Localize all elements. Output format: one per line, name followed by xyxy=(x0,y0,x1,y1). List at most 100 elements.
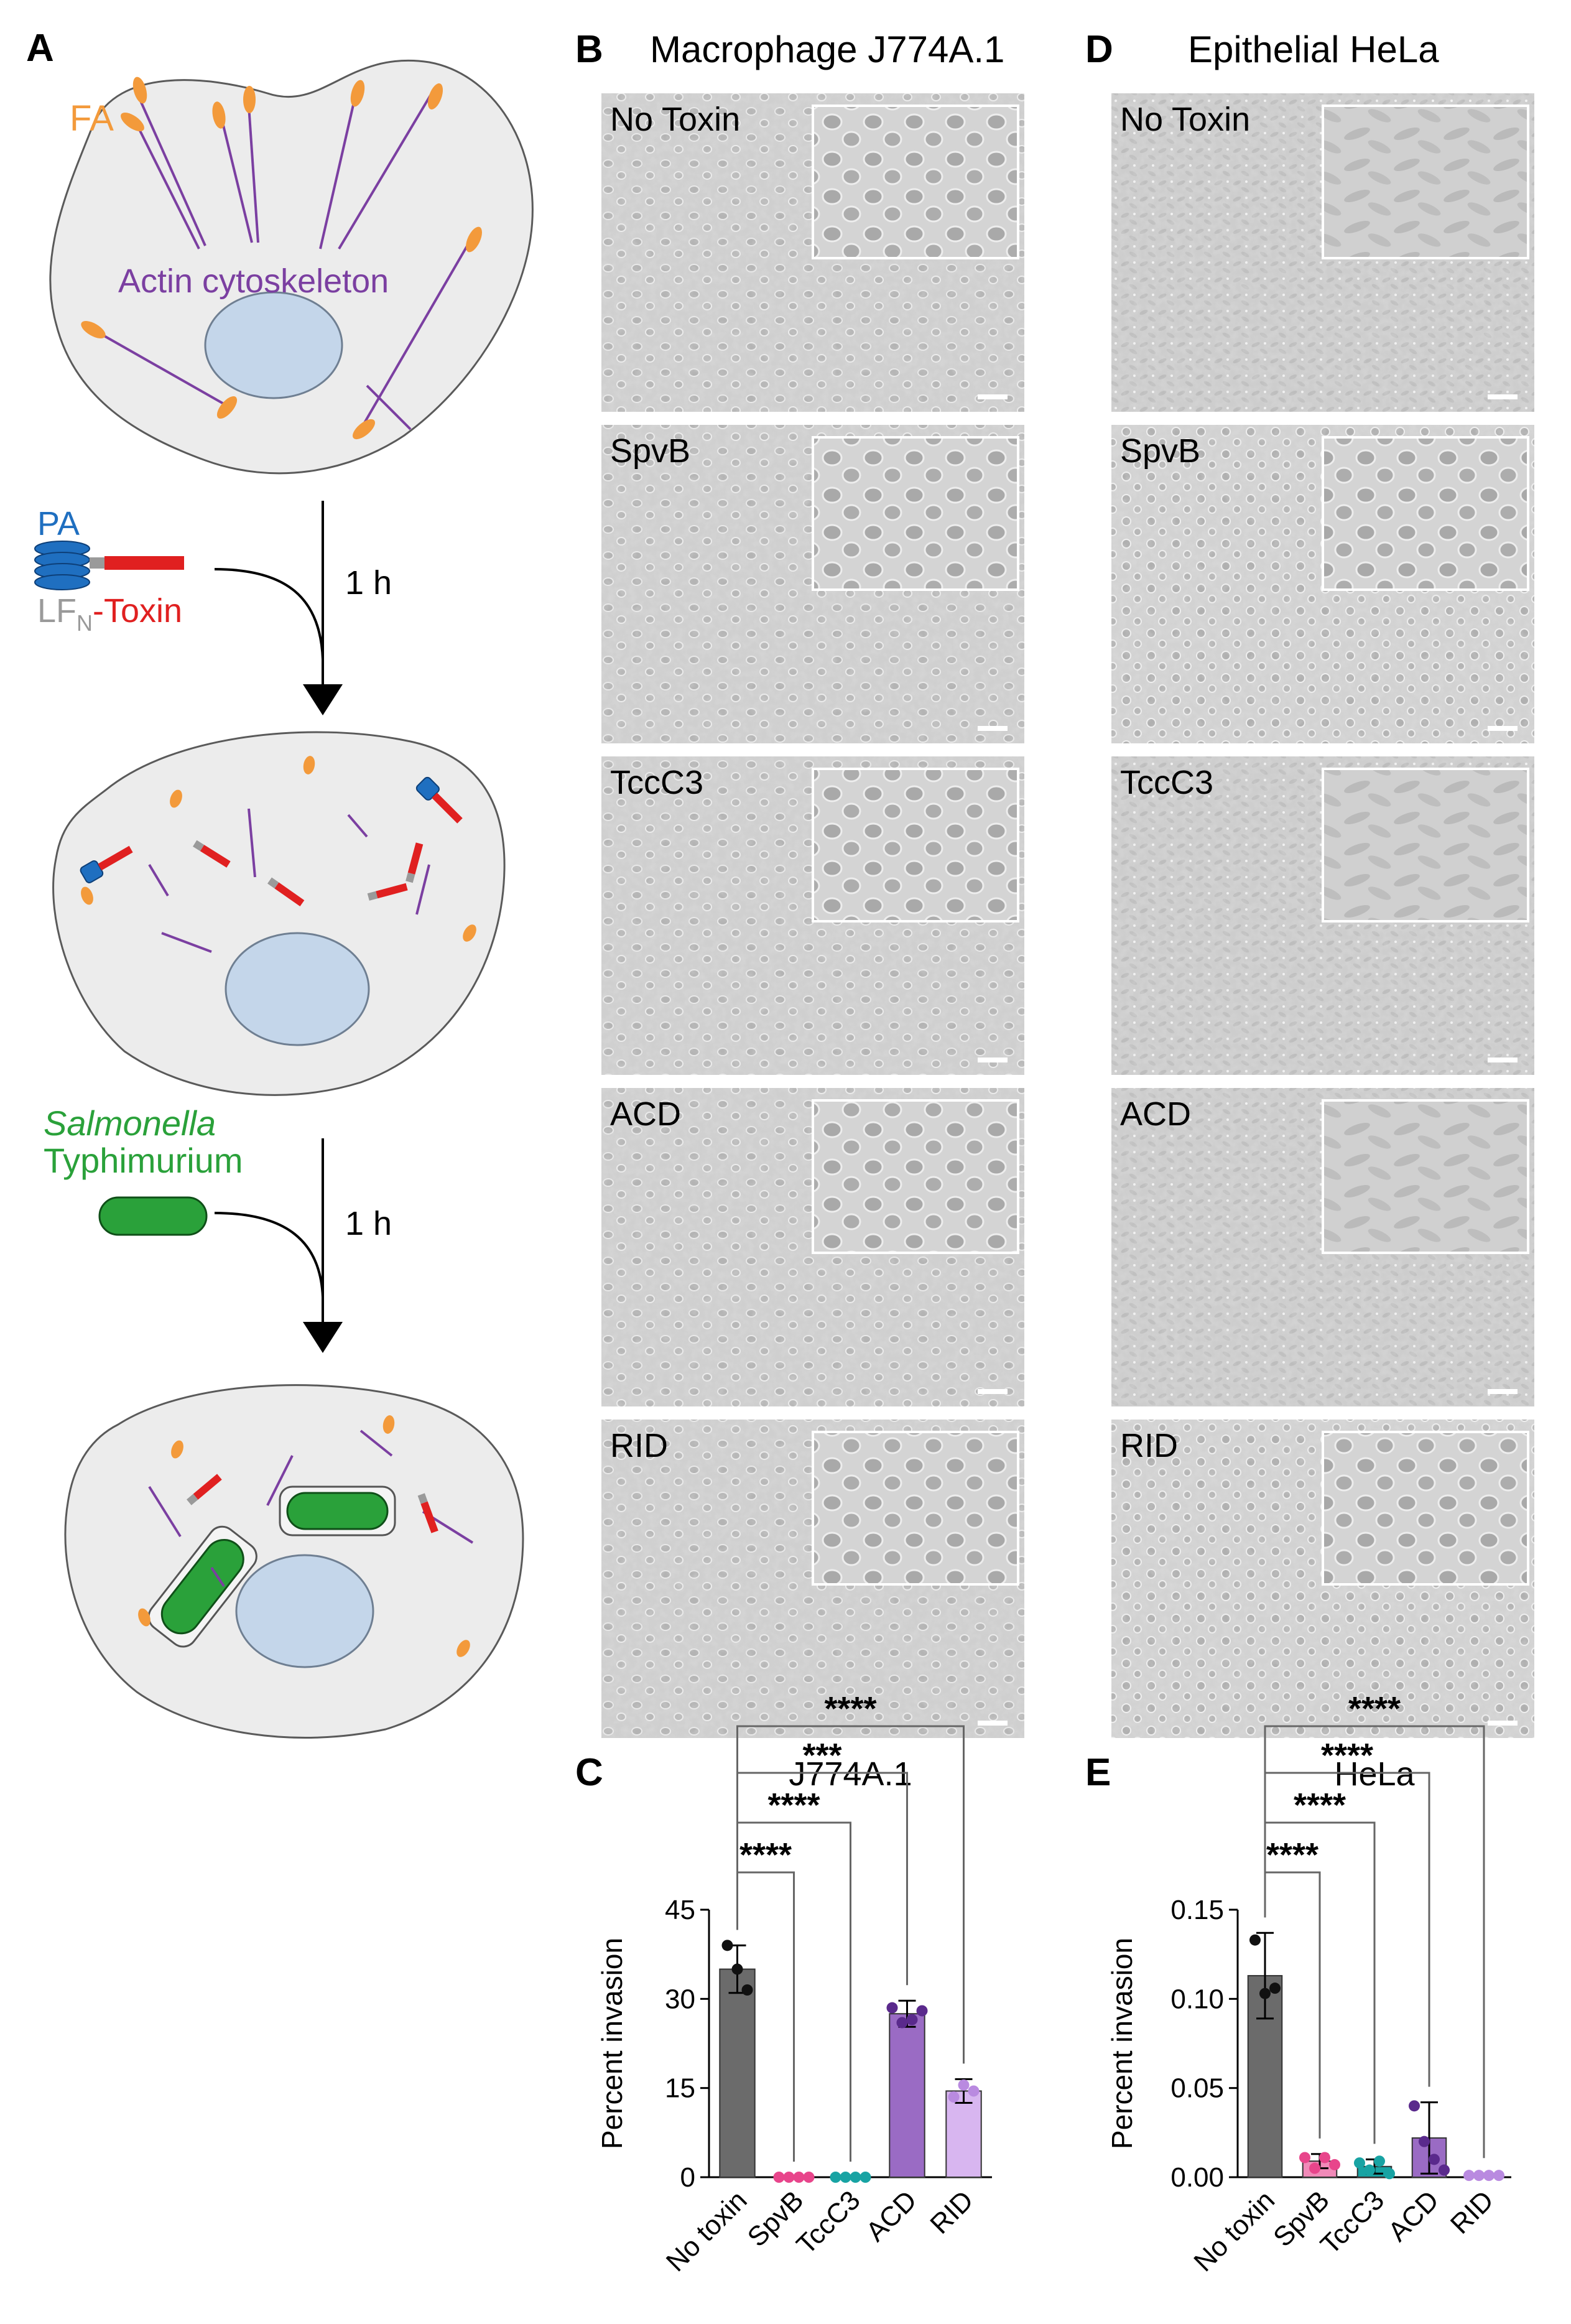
data-point xyxy=(793,2172,805,2183)
zoom-inset xyxy=(812,768,1019,923)
condition-label: RID xyxy=(1120,1427,1178,1464)
data-point xyxy=(1299,2152,1310,2164)
data-point xyxy=(968,2085,980,2097)
data-point xyxy=(948,2091,960,2103)
focal-adhesions xyxy=(81,77,482,440)
focal-adhesion xyxy=(350,80,365,107)
data-point xyxy=(1374,2155,1385,2167)
toxin-molecule xyxy=(367,883,408,901)
data-point xyxy=(783,2172,795,2183)
actin-fragment xyxy=(359,1429,393,1457)
toxin-molecule xyxy=(187,1474,222,1505)
focal-adhesion xyxy=(303,756,315,774)
arrow-2-head xyxy=(303,1322,343,1353)
data-point xyxy=(1249,1934,1261,1946)
macrophage-micrograph-acd: ACD xyxy=(601,1088,1024,1406)
zoom-inset xyxy=(1322,768,1529,923)
actin-fiber xyxy=(139,99,206,246)
toxin-segment xyxy=(193,1474,222,1500)
significance-label: *** xyxy=(802,1737,841,1774)
data-point xyxy=(1473,2170,1485,2182)
scale-bar xyxy=(1488,394,1518,399)
significance-bracket xyxy=(1264,1772,1430,2087)
bar-acd xyxy=(889,2013,925,2178)
data-point xyxy=(803,2172,815,2183)
actin-fragment xyxy=(347,814,368,838)
focal-adhesion xyxy=(456,1640,470,1657)
focal-adhesion xyxy=(170,789,182,808)
hela-micrograph-tccc3: TccC3 xyxy=(1111,756,1534,1075)
scale-bar xyxy=(1488,1389,1518,1394)
focal-adhesion xyxy=(81,321,106,338)
focal-adhesion xyxy=(171,1440,183,1459)
condition-label: TccC3 xyxy=(610,764,703,801)
pa-toxin-icon xyxy=(34,541,184,590)
salmonella-bacterium-icon xyxy=(98,1196,208,1236)
fa-label: FA xyxy=(70,98,114,139)
focal-adhesion xyxy=(352,419,376,440)
data-point xyxy=(1309,2162,1320,2174)
data-point xyxy=(896,2017,908,2029)
arrow-1-head xyxy=(303,684,343,715)
focal-adhesion xyxy=(138,1608,151,1627)
toxin-segment xyxy=(200,845,231,868)
condition-label: TccC3 xyxy=(1120,764,1213,801)
lfn-segment xyxy=(367,891,378,901)
focal-adhesion xyxy=(427,83,443,109)
focal-adhesions xyxy=(81,756,476,942)
lfn-segment xyxy=(267,877,279,889)
data-point xyxy=(721,1940,733,1951)
internalized-toxins xyxy=(80,776,463,907)
significance-label: **** xyxy=(1348,1690,1401,1727)
data-point xyxy=(886,2002,898,2014)
data-point xyxy=(1329,2159,1340,2170)
toxin-molecule xyxy=(193,840,231,868)
actin-fragment xyxy=(161,932,212,953)
data-point xyxy=(773,2172,785,2183)
chart-title: HeLa xyxy=(1334,1755,1415,1793)
panel-e-letter: E xyxy=(1085,1751,1111,1794)
internalized-toxins xyxy=(187,1474,438,1533)
data-point xyxy=(1463,2170,1475,2182)
scale-bar xyxy=(978,1057,1008,1062)
toxin-segment xyxy=(274,882,305,907)
actin-fiber xyxy=(132,118,200,249)
significance-label: **** xyxy=(739,1836,792,1874)
toxin-molecule xyxy=(267,877,305,907)
salmonella-containing-vacuole xyxy=(279,1485,396,1536)
actin-fragment xyxy=(415,864,430,915)
time-label-2: 1 h xyxy=(345,1205,392,1242)
scale-bar xyxy=(978,1721,1008,1726)
hela-column-title: Epithelial HeLa xyxy=(1188,29,1439,70)
cell-after-toxin xyxy=(52,731,506,1096)
scale-bar xyxy=(978,1389,1008,1394)
zoom-inset xyxy=(812,436,1019,591)
y-tick-label: 0 xyxy=(680,2162,695,2193)
lfn-segment xyxy=(187,1494,198,1505)
actin-label: Actin cytoskeleton xyxy=(118,263,389,300)
zoom-inset xyxy=(1322,1099,1529,1254)
toxin-molecule xyxy=(417,1493,438,1533)
actin-fragment xyxy=(148,863,169,897)
focal-adhesion xyxy=(382,1415,395,1434)
nucleus xyxy=(204,291,343,399)
hela-micrograph-spvb: SpvB xyxy=(1111,425,1534,743)
condition-label: RID xyxy=(610,1427,668,1464)
pa-label: PA xyxy=(37,505,80,542)
data-point xyxy=(741,1984,753,1996)
toxin-molecule xyxy=(405,842,424,883)
focal-adhesion xyxy=(212,101,226,129)
toxin-segment xyxy=(432,792,463,824)
data-point xyxy=(958,2079,970,2091)
scale-bar xyxy=(978,726,1008,731)
significance-label: **** xyxy=(1266,1836,1318,1874)
focal-adhesions xyxy=(138,1415,470,1657)
data-point xyxy=(840,2172,851,2183)
panel-a-letter: A xyxy=(26,27,54,70)
x-tick-label: TccC3 xyxy=(1315,2185,1390,2260)
focal-adhesion xyxy=(216,396,238,419)
